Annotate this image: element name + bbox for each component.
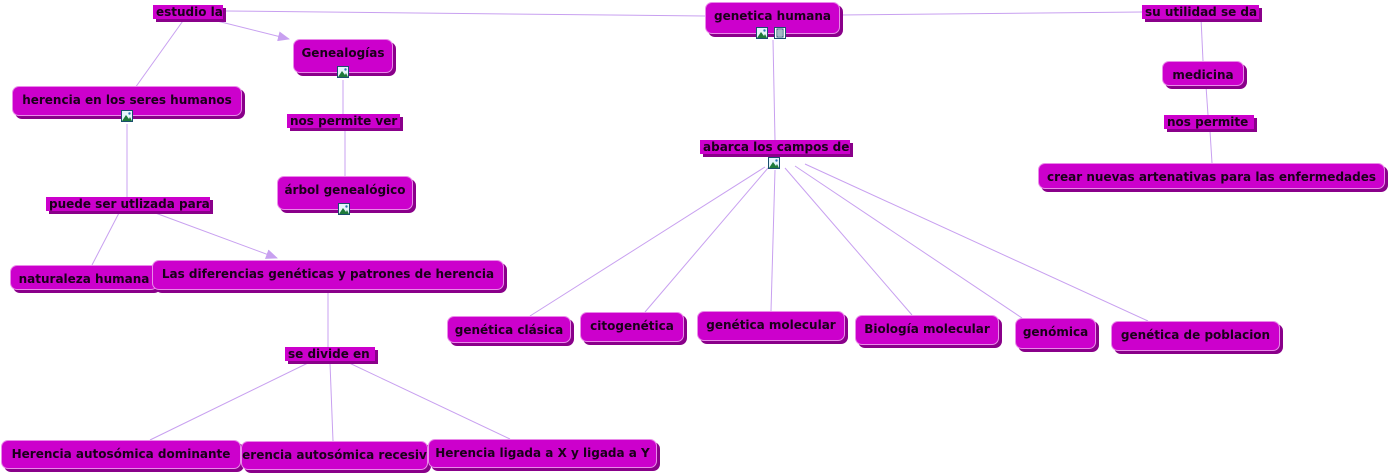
concept-herencia-recesiva[interactable]: erencia autosómica recesiv — [241, 441, 428, 470]
linking-phrase-permite-ver[interactable]: nos permite ver — [287, 114, 400, 128]
linking-phrase-utilidad[interactable]: su utilidad se da — [1142, 5, 1259, 19]
concept-crear-alternativas[interactable]: crear nuevas artenativas para las enferm… — [1038, 163, 1385, 189]
image-icon[interactable] — [337, 66, 349, 78]
concept-herencia-ligada[interactable]: Herencia ligada a X y ligada a Y — [428, 439, 657, 468]
image-icon[interactable] — [756, 27, 768, 39]
concept-genetica-clasica[interactable]: genética clásica — [447, 316, 571, 343]
linking-phrase-estudio[interactable]: estudio la — [153, 5, 223, 19]
concept-genetica-molecular[interactable]: genética molecular — [697, 311, 845, 341]
image-icon[interactable] — [121, 110, 133, 122]
concept-diferencias-geneticas[interactable]: Las diferencias genéticas y patrones de … — [152, 260, 504, 290]
concept-medicina[interactable]: medicina — [1162, 61, 1244, 86]
concept-citogenetica[interactable]: citogenética — [580, 312, 684, 342]
image-icon[interactable] — [768, 157, 780, 169]
concept-genetica-humana[interactable]: genetica humana — [705, 2, 840, 34]
concept-biologia-molecular[interactable]: Biología molecular — [855, 315, 999, 345]
linking-phrase-divide[interactable]: se divide en — [285, 347, 375, 361]
linking-phrase-utilizada[interactable]: puede ser utlizada para — [46, 197, 210, 211]
linking-phrase-abarca[interactable]: abarca los campos de — [700, 140, 850, 154]
concept-naturaleza-humana[interactable]: naturaleza humana — [10, 265, 158, 290]
document-icon[interactable] — [774, 27, 786, 39]
concept-genomica[interactable]: genómica — [1015, 318, 1096, 349]
concept-herencia-dominante[interactable]: Herencia autosómica dominante — [1, 440, 241, 469]
concept-genetica-poblacion[interactable]: genética de poblacion — [1111, 321, 1280, 351]
linking-phrase-permite[interactable]: nos permite — [1164, 115, 1254, 129]
image-icon[interactable] — [338, 203, 350, 215]
